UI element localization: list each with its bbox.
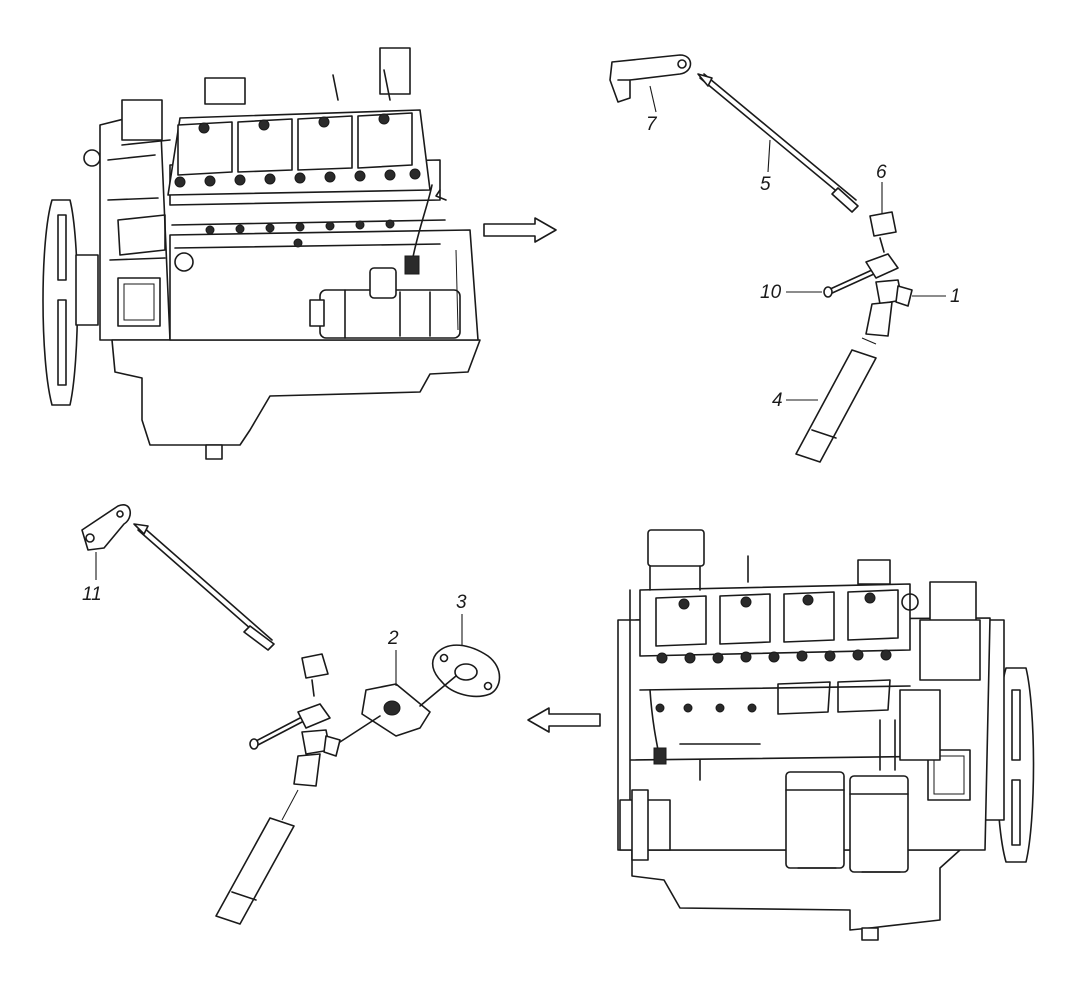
part-rod-lower bbox=[133, 523, 275, 651]
oil-filters bbox=[785, 771, 909, 873]
callout-10-label: 10 bbox=[760, 282, 782, 303]
part-sensor-lower bbox=[293, 729, 341, 787]
fan-right bbox=[983, 619, 1035, 863]
callout-6-label: 6 bbox=[876, 162, 887, 183]
part-11-bracket bbox=[81, 504, 131, 551]
part-bolt-lower bbox=[249, 703, 331, 750]
callout-7-label: 7 bbox=[646, 114, 658, 135]
callout-11: 11 bbox=[82, 552, 102, 605]
callout-2: 2 bbox=[387, 628, 399, 686]
head-bolts-row bbox=[174, 168, 421, 248]
callout-5: 5 bbox=[760, 139, 771, 195]
callout-3: 3 bbox=[456, 592, 467, 646]
part-5-rod bbox=[697, 73, 859, 213]
callout-4-label: 4 bbox=[772, 390, 783, 411]
part-4-sleeve bbox=[795, 337, 877, 463]
arrow-left bbox=[527, 707, 601, 733]
callout-7: 7 bbox=[646, 85, 658, 135]
part-2-adapter bbox=[339, 683, 431, 743]
engine-view-right-side bbox=[617, 529, 1035, 941]
callout-11-label: 11 bbox=[82, 584, 102, 605]
part-3-gasket bbox=[419, 644, 501, 707]
part-clamp-lower bbox=[301, 653, 329, 697]
fan-left bbox=[42, 149, 101, 406]
callout-5-label: 5 bbox=[760, 174, 771, 195]
callout-6: 6 bbox=[876, 162, 887, 214]
starter-motor bbox=[309, 267, 461, 339]
engine-view-left-side bbox=[42, 47, 481, 460]
part-sleeve-lower bbox=[215, 789, 299, 925]
callout-4: 4 bbox=[772, 390, 818, 411]
part-6-clamp bbox=[869, 211, 897, 253]
injector-housings-left bbox=[177, 112, 413, 176]
part-10-bolt bbox=[823, 253, 899, 298]
part-1-sensor bbox=[865, 279, 913, 337]
arrow-right bbox=[483, 217, 557, 243]
callout-2-label: 2 bbox=[387, 628, 399, 649]
callout-1: 1 bbox=[912, 286, 961, 307]
injector-housings-right bbox=[655, 589, 899, 647]
part-7-bracket bbox=[609, 54, 692, 103]
callout-10: 10 bbox=[760, 282, 822, 303]
callout-1-label: 1 bbox=[950, 286, 961, 307]
callout-3-label: 3 bbox=[456, 592, 467, 613]
